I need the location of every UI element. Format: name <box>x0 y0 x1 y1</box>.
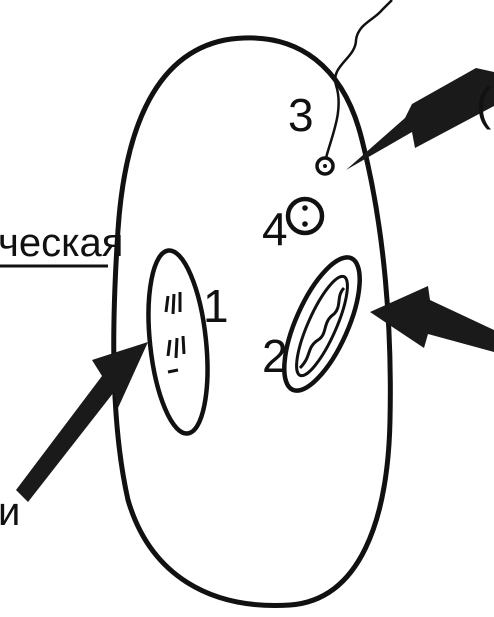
right-fragment-text: ( <box>476 78 492 130</box>
label-3: 3 <box>288 89 314 141</box>
nucleus <box>141 248 216 437</box>
arrow-top-right <box>346 68 494 170</box>
label-2: 2 <box>262 330 288 382</box>
label-4: 4 <box>262 203 288 255</box>
bottom-fragment-text: и <box>0 490 20 534</box>
arrow-bottom-left <box>16 342 148 502</box>
vesicle <box>288 199 322 233</box>
chromosomes <box>166 292 184 372</box>
left-fragment-text: ческая <box>0 221 123 265</box>
label-1: 1 <box>203 280 229 332</box>
